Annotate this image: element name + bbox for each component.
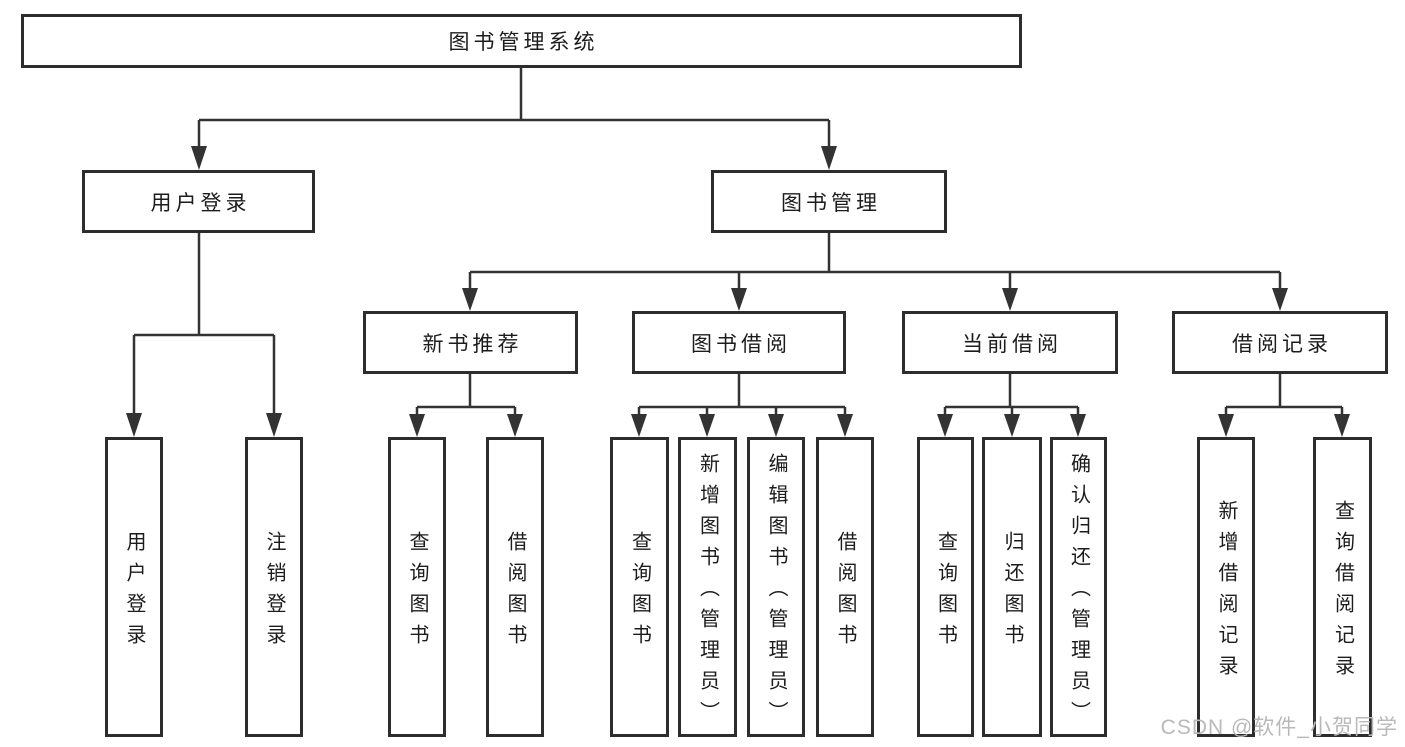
node-current-borrow: 当前借阅 — [902, 311, 1118, 374]
leaf-logout: 注销登录 — [245, 437, 303, 737]
leaf-return-books: 归还图书 — [982, 437, 1042, 737]
leaf-borrow-books-label: 借阅图书 — [834, 530, 856, 655]
leaf-borrow-books: 借阅图书 — [816, 437, 874, 737]
csdn-watermark: CSDN @软件_小贺同学 — [1160, 716, 1398, 739]
leaf-query-books-recommend-label: 查询图书 — [406, 530, 428, 655]
node-book-borrow: 图书借阅 — [632, 311, 846, 374]
leaf-query-books-recommend: 查询图书 — [388, 437, 446, 737]
leaf-query-books-current: 查询图书 — [917, 437, 974, 737]
leaf-add-borrow-record: 新增借阅记录 — [1197, 437, 1255, 737]
node-root-system: 图书管理系统 — [21, 14, 1022, 68]
leaf-query-books-current-label: 查询图书 — [934, 530, 957, 655]
leaf-add-books-admin-label: 新增图书（管理员） — [696, 453, 719, 732]
node-user-login-branch: 用户登录 — [82, 170, 315, 233]
leaf-borrow-books-recommend-label: 借阅图书 — [504, 530, 526, 655]
leaf-user-login-label: 用户登录 — [123, 530, 145, 655]
leaf-confirm-return-admin-label: 确认归还（管理员） — [1067, 453, 1090, 732]
node-borrow-record: 借阅记录 — [1172, 311, 1388, 374]
leaf-edit-books-admin: 编辑图书（管理员） — [747, 437, 805, 737]
node-new-book-recommend: 新书推荐 — [363, 311, 578, 374]
leaf-query-borrow-record: 查询借阅记录 — [1313, 437, 1372, 737]
leaf-add-books-admin: 新增图书（管理员） — [678, 437, 737, 737]
leaf-query-books-borrow: 查询图书 — [610, 437, 669, 737]
leaf-return-books-label: 归还图书 — [1001, 530, 1023, 655]
leaf-add-borrow-record-label: 新增借阅记录 — [1215, 499, 1237, 686]
node-book-management-branch: 图书管理 — [711, 170, 947, 233]
leaf-borrow-books-recommend: 借阅图书 — [486, 437, 544, 737]
leaf-query-borrow-record-label: 查询借阅记录 — [1331, 499, 1354, 686]
leaf-logout-label: 注销登录 — [263, 530, 285, 655]
leaf-user-login: 用户登录 — [105, 437, 163, 737]
leaf-query-books-borrow-label: 查询图书 — [628, 530, 651, 655]
leaf-confirm-return-admin: 确认归还（管理员） — [1050, 437, 1107, 737]
leaf-edit-books-admin-label: 编辑图书（管理员） — [765, 453, 787, 732]
